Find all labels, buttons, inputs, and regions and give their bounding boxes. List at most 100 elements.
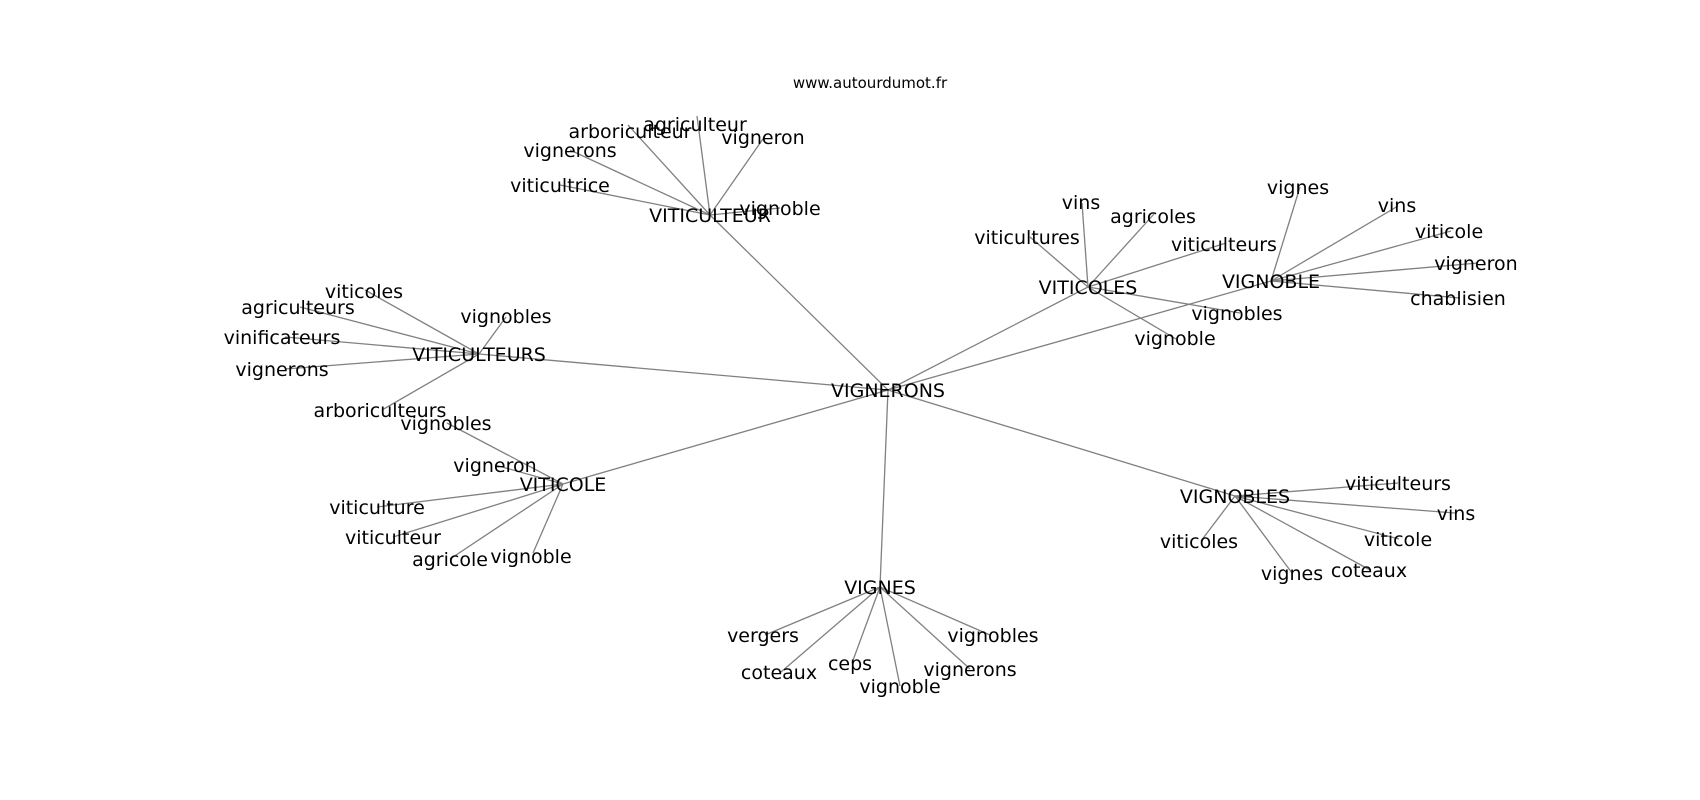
edge-viticulteurs-viticoles	[364, 289, 480, 355]
edge-vignobles-coteaux	[1234, 495, 1371, 571]
edge-viticole-viticulture	[376, 483, 564, 508]
node-word-arboriculteurs[interactable]: arboriculteurs	[314, 400, 447, 422]
node-word-vinificateurs[interactable]: vinificateurs	[224, 327, 341, 349]
edge-vignobles-vignes	[1234, 495, 1293, 574]
edge-viticole-vignobles	[446, 422, 564, 485]
node-word-viticultures[interactable]: viticultures	[974, 227, 1080, 249]
node-word-vignobles[interactable]: vignobles	[460, 306, 551, 328]
node-word-vignobles[interactable]: vignobles	[1191, 303, 1282, 325]
edge-center-vignes	[879, 389, 889, 588]
edge-viticoles-viticulteurs	[1087, 242, 1227, 288]
node-word-viticoles[interactable]: viticoles	[325, 281, 403, 303]
edge-viticulteur-vigneron	[709, 135, 766, 216]
node-word-viticulteurs[interactable]: viticulteurs	[1345, 473, 1451, 495]
edge-viticulteurs-vinificateurs	[284, 336, 480, 355]
node-hub-viticulteurs[interactable]: VITICULTEURS	[412, 344, 546, 366]
node-word-agriculteurs[interactable]: agriculteurs	[241, 297, 354, 319]
node-word-coteaux[interactable]: coteaux	[741, 662, 817, 684]
node-word-vigneron[interactable]: vigneron	[721, 127, 804, 149]
node-word-viticulteurs[interactable]: viticulteurs	[1171, 234, 1277, 256]
node-word-agricole[interactable]: agricole	[412, 549, 488, 571]
edge-vignoble-vins	[1270, 205, 1399, 282]
node-word-viticulture[interactable]: viticulture	[329, 497, 425, 519]
node-word-vergers[interactable]: vergers	[727, 625, 799, 647]
edge-center-viticulteurs	[478, 353, 889, 391]
edge-vignobles-vins	[1234, 495, 1456, 514]
node-word-viticultrice[interactable]: viticultrice	[510, 175, 610, 197]
node-hub-viticole[interactable]: VITICOLE	[520, 474, 607, 496]
node-word-agricoles[interactable]: agricoles	[1110, 206, 1196, 228]
node-word-vignerons[interactable]: vignerons	[923, 659, 1016, 681]
edge-vignobles-viticole	[1234, 495, 1400, 540]
node-word-chablisien[interactable]: chablisien	[1410, 288, 1506, 310]
node-word-vignoble[interactable]: vignoble	[1134, 328, 1215, 350]
edge-viticulteur-vignerons	[569, 149, 711, 216]
node-word-viticoles[interactable]: viticoles	[1160, 531, 1238, 553]
node-word-vigneron[interactable]: vigneron	[453, 455, 536, 477]
edge-center-viticulteur	[709, 214, 889, 391]
edges-layer	[284, 115, 1479, 687]
node-word-viticole[interactable]: viticole	[1415, 221, 1483, 243]
edge-viticole-vigneron	[494, 464, 564, 485]
node-word-vigneron[interactable]: vigneron	[1434, 253, 1517, 275]
edge-vignes-vignoble	[879, 586, 901, 687]
edge-viticulteurs-agriculteurs	[299, 306, 480, 355]
labels-layer: VIGNERONSVITICULTEURagriculteurarboricul…	[224, 114, 1518, 698]
edge-viticulteur-vignoble	[709, 207, 781, 216]
edge-vignes-coteaux	[780, 586, 881, 673]
edge-viticole-viticulteur	[392, 483, 564, 538]
edge-viticulteurs-vignerons	[284, 353, 480, 370]
node-word-vignobles[interactable]: vignobles	[400, 413, 491, 435]
node-hub-vignes[interactable]: VIGNES	[844, 577, 916, 599]
node-word-vignerons[interactable]: vignerons	[523, 140, 616, 162]
edge-viticoles-vins	[1081, 202, 1089, 288]
edge-viticoles-vignobles	[1087, 286, 1241, 314]
edge-vignes-vergers	[764, 586, 881, 636]
edge-viticulteurs-arboriculteurs	[381, 353, 480, 411]
node-word-vignoble[interactable]: vignoble	[859, 676, 940, 698]
node-word-vins[interactable]: vins	[1437, 503, 1475, 525]
node-word-vignoble[interactable]: vignoble	[739, 198, 820, 220]
node-word-vignerons[interactable]: vignerons	[235, 359, 328, 381]
node-word-vins[interactable]: vins	[1062, 192, 1100, 214]
edge-viticulteur-agriculteur	[696, 115, 711, 216]
node-word-ceps[interactable]: ceps	[828, 653, 872, 675]
edge-viticoles-agricoles	[1087, 213, 1155, 288]
edge-vignoble-vigneron	[1270, 262, 1479, 282]
node-word-agriculteur[interactable]: agriculteur	[643, 114, 747, 136]
edge-vignobles-viticoles	[1200, 495, 1236, 542]
edge-viticole-vignoble	[532, 483, 564, 554]
node-word-vignes[interactable]: vignes	[1261, 563, 1323, 585]
node-center-vignerons[interactable]: VIGNERONS	[831, 380, 945, 402]
node-hub-viticoles[interactable]: VITICOLES	[1039, 277, 1138, 299]
edge-vignes-ceps	[851, 586, 881, 664]
node-hub-vignoble[interactable]: VIGNOBLE	[1222, 271, 1320, 293]
node-word-viticulteur[interactable]: viticulteur	[345, 527, 441, 549]
edge-center-vignoble	[887, 280, 1272, 391]
edge-viticulteur-arboriculteur	[627, 124, 711, 216]
edge-center-viticole	[562, 389, 889, 485]
edge-viticulteur-viticultrice	[559, 184, 711, 216]
node-hub-viticulteur[interactable]: VITICULTEUR	[649, 205, 771, 227]
node-word-viticole[interactable]: viticole	[1364, 529, 1432, 551]
node-word-vins[interactable]: vins	[1378, 195, 1416, 217]
edge-vignobles-viticulteurs	[1234, 482, 1399, 497]
edge-viticulteurs-vignobles	[478, 316, 507, 355]
edge-vignoble-vignes	[1270, 186, 1301, 282]
source-text: www.autourdumot.fr	[793, 74, 948, 92]
node-word-vignobles[interactable]: vignobles	[947, 625, 1038, 647]
edge-vignes-vignobles	[879, 586, 991, 636]
node-word-vignes[interactable]: vignes	[1267, 177, 1329, 199]
node-word-vignoble[interactable]: vignoble	[490, 546, 571, 568]
edge-vignes-vignerons	[879, 586, 971, 670]
node-word-arboriculteur[interactable]: arboriculteur	[569, 121, 692, 143]
edge-vignoble-chablisien	[1270, 280, 1461, 299]
edge-viticoles-vignoble	[1087, 286, 1177, 340]
node-word-coteaux[interactable]: coteaux	[1331, 560, 1407, 582]
edge-vignoble-viticole	[1270, 230, 1452, 282]
edge-viticoles-viticultures	[1029, 236, 1089, 288]
node-hub-vignobles[interactable]: VIGNOBLES	[1180, 486, 1290, 508]
edge-center-viticoles	[887, 286, 1089, 391]
edge-viticole-agricole	[449, 483, 564, 560]
